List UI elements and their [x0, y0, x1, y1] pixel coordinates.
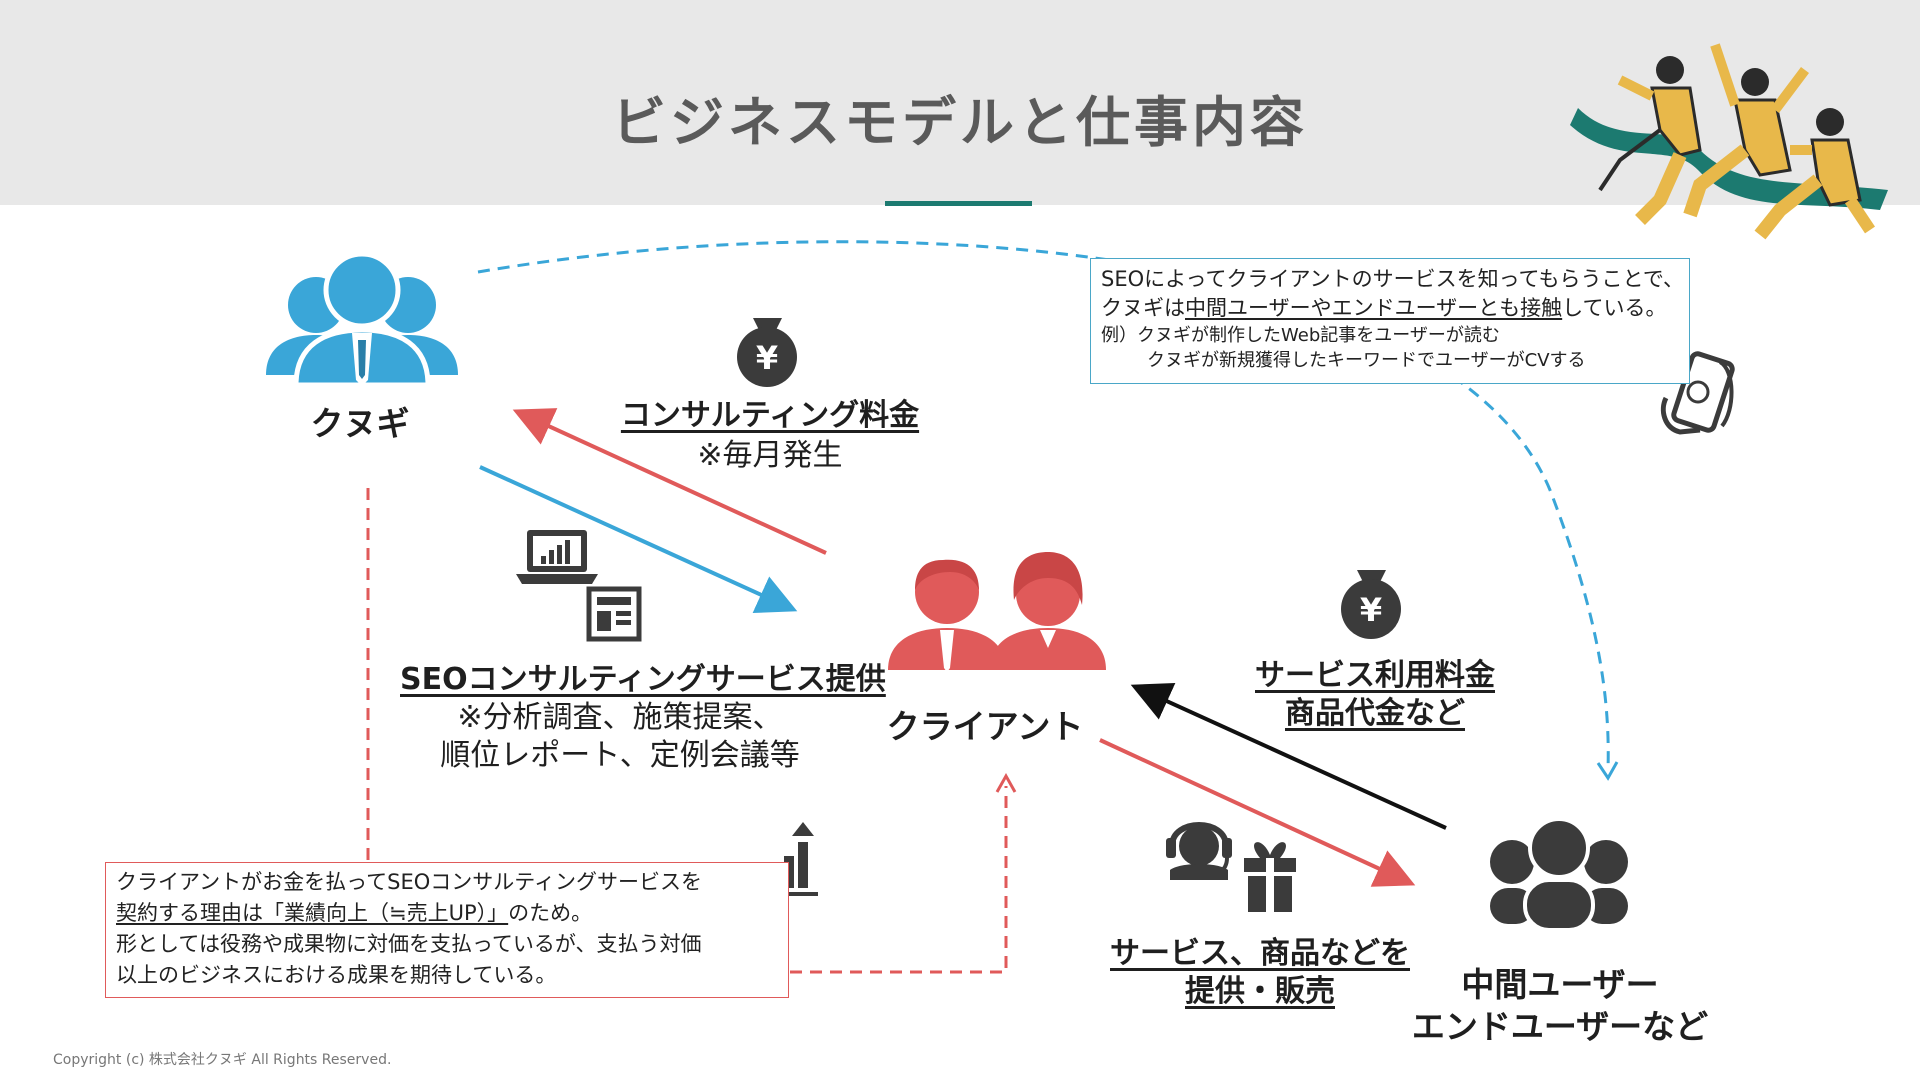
note-top-right-example1: 例）クヌギが制作したWeb記事をユーザーが読む [1101, 325, 1500, 346]
note-top-right-example2: クヌギが新規獲得したキーワードでユーザーがCVする [1147, 350, 1586, 371]
svg-text:¥: ¥ [756, 339, 778, 377]
service-fee-label-1: サービス利用料金 [1255, 658, 1495, 693]
svg-text:¥: ¥ [1360, 591, 1382, 629]
provide-sell-label-2: 提供・販売 [1185, 974, 1335, 1009]
note-top-right-line2: クヌギは中間ユーザーやエンドユーザーとも接触している。 [1101, 294, 1679, 323]
headset-support-icon [1166, 822, 1232, 880]
note-top-right: SEOによってクライアントのサービスを知ってもらうことで、 クヌギは中間ユーザー… [1090, 258, 1690, 384]
dashed-curve-arrowhead [1596, 761, 1619, 781]
note-bottom-left-line1: クライアントがお金を払ってSEOコンサルティングサービスを [116, 870, 702, 894]
arrow-consulting-fee [512, 408, 827, 555]
note-bottom-left-line3: 形としては役務や成果物に対価を支払っているが、支払う対価 [116, 932, 702, 956]
arrow-service-fee [1130, 683, 1447, 830]
kunugi-label: クヌギ [310, 404, 410, 443]
note-bottom-left-line4: 以上のビジネスにおける成果を期待している。 [116, 963, 557, 987]
users-label-line2: エンドユーザーなど [1411, 1007, 1709, 1046]
gift-box-icon [1244, 842, 1296, 912]
runners-illustration [1570, 43, 1888, 240]
note-top-right-line2-prefix: クヌギは [1101, 296, 1185, 320]
users-label-line1: 中間ユーザー [1461, 965, 1659, 1004]
service-fee-label-2: 商品代金など [1285, 696, 1465, 731]
seo-service-note-2: 順位レポート、定例会議等 [440, 738, 800, 773]
kunugi-group-icon [266, 251, 458, 388]
note-bottom-left: クライアントがお金を払ってSEOコンサルティングサービスを 契約する理由は「業績… [105, 862, 789, 998]
note-top-right-line2-suffix: している。 [1562, 296, 1667, 320]
note-bottom-left-line2-underlined: 契約する理由は「業績向上（≒売上UP）」 [116, 901, 509, 925]
client-label: クライアント [886, 707, 1084, 746]
note-top-right-line1: SEOによってクライアントのサービスを知ってもらうことで、 [1101, 267, 1685, 291]
page-title: ビジネスモデルと仕事内容 [612, 91, 1308, 154]
header-band [0, 0, 1920, 205]
users-group-icon [1490, 817, 1628, 932]
dashed-note-to-client [790, 786, 1008, 974]
title-underline [885, 201, 1032, 206]
arrow-provide-sell [1099, 738, 1416, 887]
dashed-note-to-client-arrowhead [995, 772, 1017, 793]
money-bag-icon-right: ¥ [1341, 570, 1401, 639]
laptop-chart-icon [516, 530, 598, 584]
provide-sell-label-1: サービス、商品などを [1110, 936, 1410, 971]
seo-service-label: SEOコンサルティングサービス提供 [400, 662, 886, 697]
note-bottom-left-line2: 契約する理由は「業績向上（≒売上UP）」のため。 [116, 898, 778, 929]
consulting-fee-label: コンサルティング料金 [620, 398, 920, 433]
client-icon [888, 552, 1106, 672]
note-bottom-left-line2-suffix: のため。 [508, 901, 593, 925]
arrow-seo-service [479, 465, 798, 613]
report-document-icon [586, 586, 642, 642]
copyright: Copyright (c) 株式会社クヌギ All Rights Reserve… [53, 1052, 392, 1068]
consulting-fee-note: ※毎月発生 [697, 438, 843, 473]
money-bag-icon-top: ¥ [737, 318, 797, 387]
note-top-right-line2-underlined: 中間ユーザーやエンドユーザーとも接触 [1185, 296, 1563, 320]
seo-service-note-1: ※分析調査、施策提案、 [457, 700, 783, 735]
